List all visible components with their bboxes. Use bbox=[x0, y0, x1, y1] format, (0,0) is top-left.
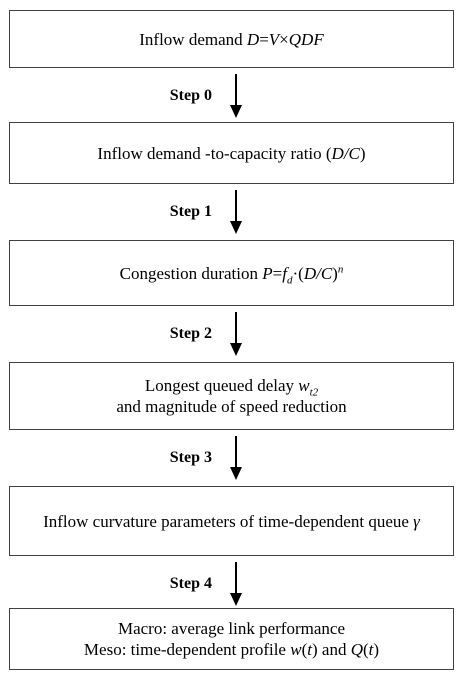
text-run: Congestion duration bbox=[119, 263, 263, 283]
text-run: QDF bbox=[288, 29, 324, 49]
step-3-connector: Step 3 bbox=[0, 436, 474, 480]
text-run: Inflow curvature parameters of time-depe… bbox=[43, 511, 414, 531]
box-text-line: Inflow demand -to-capacity ratio (D/C) bbox=[97, 143, 365, 164]
step-4-connector: Step 4 bbox=[0, 562, 474, 606]
text-run: D bbox=[246, 29, 260, 49]
step-2-label: Step 2 bbox=[169, 325, 212, 342]
box-text-line: Macro: average link performance bbox=[84, 618, 379, 639]
text-run: Macro: average link performance bbox=[117, 619, 345, 638]
text-run: = bbox=[272, 263, 283, 283]
step-2-connector: Step 2 bbox=[0, 312, 474, 356]
text-run: ·( bbox=[292, 263, 304, 283]
down-arrow-icon bbox=[229, 562, 243, 606]
text-run: t bbox=[368, 640, 374, 659]
box-inflow-curvature: Inflow curvature parameters of time-depe… bbox=[9, 486, 454, 556]
text-run: = bbox=[259, 29, 269, 49]
box-text-line: Inflow curvature parameters of time-depe… bbox=[43, 511, 420, 532]
text-run: w bbox=[298, 376, 310, 395]
down-arrow-icon bbox=[229, 74, 243, 118]
text-run: D/C bbox=[303, 263, 333, 283]
box-text-line: Congestion duration P=fd·(D/C)n bbox=[119, 262, 344, 286]
text-run: ) bbox=[359, 143, 366, 163]
text-run: Inflow demand -to-capacity ratio ( bbox=[97, 143, 332, 163]
text-run: ( bbox=[362, 640, 369, 659]
box-congestion-duration-text: Congestion duration P=fd·(D/C)n bbox=[119, 262, 344, 286]
box-text-line: and magnitude of speed reduction bbox=[116, 396, 346, 417]
step-3-label: Step 3 bbox=[169, 449, 212, 466]
text-run: w bbox=[290, 640, 302, 659]
text-run: V bbox=[268, 29, 280, 49]
box-congestion-duration: Congestion duration P=fd·(D/C)n bbox=[9, 240, 454, 306]
step-1-label: Step 1 bbox=[169, 203, 212, 220]
text-run: ) bbox=[332, 263, 338, 283]
step-1-connector: Step 1 bbox=[0, 190, 474, 234]
box-inflow-demand-text: Inflow demand D=V×QDF bbox=[139, 29, 323, 50]
text-run: ( bbox=[301, 640, 308, 659]
text-run: n bbox=[337, 262, 344, 275]
text-run: Longest queued delay bbox=[144, 376, 299, 395]
text-run: ) and bbox=[311, 640, 351, 659]
step-4-label: Step 4 bbox=[169, 575, 212, 592]
down-arrow-icon bbox=[229, 190, 243, 234]
box-inflow-curvature-text: Inflow curvature parameters of time-depe… bbox=[43, 511, 420, 532]
box-inflow-demand: Inflow demand D=V×QDF bbox=[9, 10, 454, 68]
text-run: D/C bbox=[331, 143, 360, 163]
text-run: Q bbox=[350, 640, 363, 659]
text-run: P bbox=[262, 263, 273, 283]
box-demand-capacity-ratio-text: Inflow demand -to-capacity ratio (D/C) bbox=[97, 143, 365, 164]
text-run: d bbox=[286, 273, 293, 286]
box-text-line: Longest queued delay wt2 bbox=[116, 375, 346, 399]
down-arrow-icon bbox=[229, 312, 243, 356]
text-run: Meso: time-dependent profile bbox=[83, 640, 291, 659]
text-run: ) bbox=[373, 640, 380, 659]
text-run: × bbox=[279, 29, 289, 49]
step-0-connector: Step 0 bbox=[0, 74, 474, 118]
text-run: Inflow demand bbox=[139, 29, 247, 49]
down-arrow-icon bbox=[229, 436, 243, 480]
step-0-label: Step 0 bbox=[169, 87, 212, 104]
text-run: f bbox=[282, 263, 287, 283]
text-run: t2 bbox=[309, 386, 319, 399]
box-demand-capacity-ratio: Inflow demand -to-capacity ratio (D/C) bbox=[9, 122, 454, 184]
text-run: γ bbox=[413, 511, 420, 531]
text-run: t bbox=[307, 640, 312, 659]
text-run: and magnitude of speed reduction bbox=[116, 397, 347, 416]
box-text-line: Meso: time-dependent profile w(t) and Q(… bbox=[84, 639, 379, 660]
box-text-line: Inflow demand D=V×QDF bbox=[139, 29, 323, 50]
